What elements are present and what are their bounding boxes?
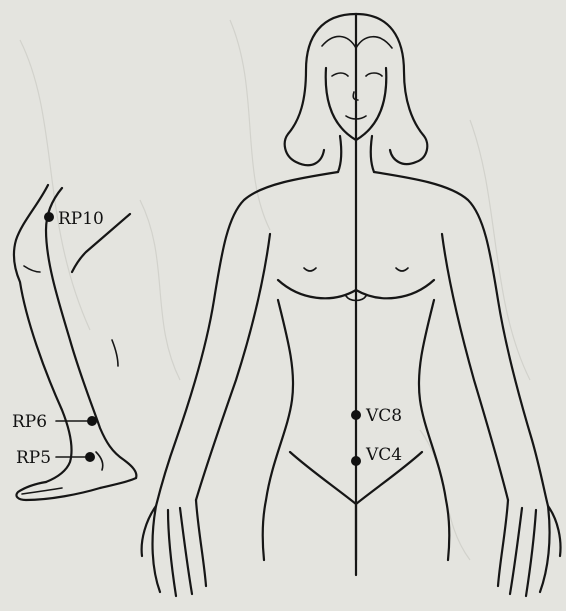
label-rp6: RP6 — [12, 412, 47, 432]
left-arm-inner — [196, 234, 270, 500]
foot-toe-line — [22, 488, 62, 494]
label-rp10: RP10 — [58, 209, 104, 229]
torso-left-side — [263, 300, 293, 560]
left-shoulder-arm-outer — [156, 172, 338, 506]
left-hand — [142, 500, 206, 596]
right-breast-mark — [396, 268, 408, 271]
calf-line — [112, 340, 118, 366]
label-vc8: VC8 — [365, 406, 402, 426]
right-arm-inner — [442, 234, 508, 500]
ankle-line — [96, 452, 103, 470]
label-rp5: RP5 — [16, 448, 51, 468]
point-vc8 — [351, 410, 361, 420]
leg-back-outline — [14, 185, 72, 482]
left-breast-mark — [304, 268, 316, 271]
hair-outline — [285, 14, 356, 165]
background-texture — [20, 20, 530, 560]
right-eye — [366, 73, 382, 76]
leg-figure: RP10 RP6 RP5 — [12, 185, 136, 500]
neck-right — [371, 136, 374, 172]
knee-crease — [24, 266, 40, 272]
point-vc4 — [351, 456, 361, 466]
hair-outline-right — [356, 14, 427, 164]
foot-outline — [16, 478, 136, 500]
right-hand — [498, 500, 561, 596]
torso-right-side — [419, 300, 449, 560]
body-figure: VC8 VC4 — [142, 14, 561, 596]
neck-left — [338, 136, 341, 172]
point-rp10 — [44, 212, 54, 222]
label-vc4: VC4 — [365, 445, 402, 465]
left-eye — [332, 73, 348, 76]
